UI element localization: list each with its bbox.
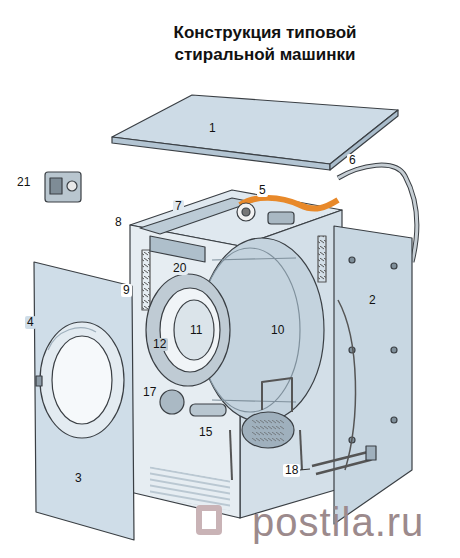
drain-pump [160, 390, 184, 414]
counterweight [140, 198, 252, 234]
callout-number: 20 [171, 262, 188, 275]
callout-number: 17 [141, 386, 158, 399]
detergent-drawer [150, 236, 205, 262]
diagram-title: Конструкция типовой стиральной машинки [150, 22, 380, 66]
drain-hose [190, 404, 226, 416]
callout-number: 1 [207, 122, 218, 135]
callout-number: 8 [113, 216, 124, 229]
door [40, 322, 124, 438]
watermark: postila.ru [252, 500, 424, 544]
callout-number: 3 [73, 472, 84, 485]
rear-panel [334, 226, 412, 524]
callout-number: 6 [347, 154, 358, 167]
inlet-tubing [240, 198, 338, 209]
motor [242, 412, 294, 448]
callout-number: 10 [269, 324, 286, 337]
callout-number: 2 [367, 294, 378, 307]
callout-number: 15 [197, 426, 214, 439]
callout-number: 4 [25, 316, 36, 329]
callout-number: 5 [257, 184, 268, 197]
door-gasket [146, 274, 230, 386]
control-module [45, 172, 81, 202]
front-panel [34, 262, 134, 540]
drum-opening [160, 288, 220, 372]
callout-number: 7 [173, 200, 184, 213]
callout-number: 18 [283, 464, 300, 477]
watermark-logo [196, 505, 222, 535]
callout-number: 12 [151, 338, 168, 351]
heating-element [312, 452, 374, 474]
callout-number: 11 [188, 324, 204, 337]
callout-number: 21 [15, 176, 32, 189]
spring [142, 250, 150, 310]
callout-number: 9 [121, 284, 132, 297]
